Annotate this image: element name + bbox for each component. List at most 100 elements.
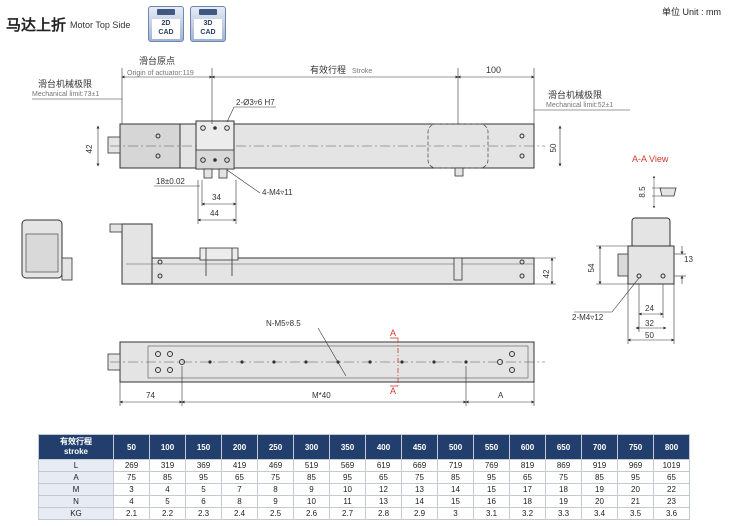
table-cell: 13 <box>365 495 402 508</box>
table-cell: 75 <box>545 471 582 484</box>
row-label: N <box>38 495 114 508</box>
mech-limit-right-cn: 滑台机械极限 <box>548 89 602 100</box>
table-cell: 19 <box>581 483 618 496</box>
table-cell: 11 <box>329 495 366 508</box>
table-cell: 769 <box>473 459 510 472</box>
table-cell: 9 <box>293 483 330 496</box>
mount-hole <box>200 157 206 163</box>
table-cell: 3.4 <box>581 507 618 520</box>
floppy-icon <box>157 9 175 15</box>
front-slider <box>199 247 239 261</box>
stroke-column-header: 150 <box>185 434 222 460</box>
end-screw <box>519 153 525 159</box>
stroke-column-header: 400 <box>365 434 402 460</box>
table-cell: 15 <box>437 495 474 508</box>
dim-8-5: 8.5 <box>638 186 647 198</box>
dim-42-front: 42 <box>542 269 551 278</box>
stroke-column-header: 50 <box>113 434 150 460</box>
stroke-label-cn: 有效行程 <box>310 64 346 75</box>
table-cell: 75 <box>113 471 150 484</box>
table-cell: 65 <box>509 471 546 484</box>
table-cell: 95 <box>185 471 222 484</box>
table-cell: 7 <box>221 483 258 496</box>
table-cell: 1019 <box>653 459 690 472</box>
mech-limit-left-en: Mechanical limit:73±1 <box>32 91 99 98</box>
table-cell: 65 <box>365 471 402 484</box>
table-cell: 669 <box>401 459 438 472</box>
stroke-column-header: 250 <box>257 434 294 460</box>
bottom-view <box>107 341 545 383</box>
dim-100: 100 <box>486 65 501 75</box>
table-cell: 19 <box>545 495 582 508</box>
cad-3d-line2: CAD <box>200 29 216 36</box>
table-cell: 4 <box>149 483 186 496</box>
table-cell: 3 <box>113 483 150 496</box>
table-cell: 3.1 <box>473 507 510 520</box>
section-line <box>390 337 399 387</box>
mech-limit-left-cn: 滑台机械极限 <box>38 78 92 89</box>
table-cell: 95 <box>329 471 366 484</box>
table-cell: 2.2 <box>149 507 186 520</box>
dim-34: 34 <box>212 193 221 202</box>
cad-2d-line1: 2D <box>161 20 171 27</box>
origin-label-en: Origin of actuator:119 <box>127 70 194 77</box>
table-cell: 719 <box>437 459 474 472</box>
dim-50-top: 50 <box>549 143 558 152</box>
table-cell: 85 <box>149 471 186 484</box>
table-cell: 5 <box>149 495 186 508</box>
table-cell: 95 <box>617 471 654 484</box>
motor-shaft <box>107 136 121 154</box>
table-cell: 2.8 <box>365 507 402 520</box>
page-subtitle: Motor Top Side <box>70 20 131 30</box>
table-cell: 8 <box>221 495 258 508</box>
table-cell: 18 <box>509 495 546 508</box>
table-cell: 23 <box>653 495 690 508</box>
end-screw <box>519 133 525 139</box>
section-mark-bottom: A <box>390 386 396 396</box>
table-cell: 819 <box>509 459 546 472</box>
table-cell: 12 <box>365 483 402 496</box>
end-screw <box>155 153 161 159</box>
table-cell: 619 <box>365 459 402 472</box>
stroke-column-header: 100 <box>149 434 186 460</box>
cad-2d-button[interactable]: 2D CAD <box>148 6 184 42</box>
stroke-column-header: 700 <box>581 434 618 460</box>
stroke-header: 有效行程 stroke <box>38 434 114 460</box>
table-cell: 17 <box>509 483 546 496</box>
table-cell: 65 <box>653 471 690 484</box>
row-label: KG <box>38 507 114 520</box>
table-cell: 22 <box>653 483 690 496</box>
stroke-column-header: 650 <box>545 434 582 460</box>
stroke-column-header: 200 <box>221 434 258 460</box>
table-cell: 18 <box>545 483 582 496</box>
cad-2d-line2: CAD <box>158 29 174 36</box>
row-label: L <box>38 459 114 472</box>
dim-32: 32 <box>645 319 654 328</box>
table-cell: 3.6 <box>653 507 690 520</box>
table-cell: 969 <box>617 459 654 472</box>
dim-24: 24 <box>645 304 654 313</box>
section-mark-top: A <box>390 328 396 338</box>
table-cell: 20 <box>581 495 618 508</box>
section-aa-view <box>652 175 677 209</box>
table-cell: 2.9 <box>401 507 438 520</box>
sensor-tab <box>454 167 464 177</box>
dim-13: 13 <box>684 255 693 264</box>
table-cell: 65 <box>221 471 258 484</box>
pin-hole-callout: 2-Ø3▿6 H7 <box>236 98 275 107</box>
mount-hole <box>224 125 230 131</box>
table-cell: 10 <box>293 495 330 508</box>
stroke-column-header: 500 <box>437 434 474 460</box>
table-cell: 269 <box>113 459 150 472</box>
table-cell: 75 <box>401 471 438 484</box>
table-cell: 85 <box>581 471 618 484</box>
table-cell: 369 <box>185 459 222 472</box>
table-cell: 5 <box>185 483 222 496</box>
dim-a: A <box>498 391 504 400</box>
table-cell: 16 <box>473 495 510 508</box>
